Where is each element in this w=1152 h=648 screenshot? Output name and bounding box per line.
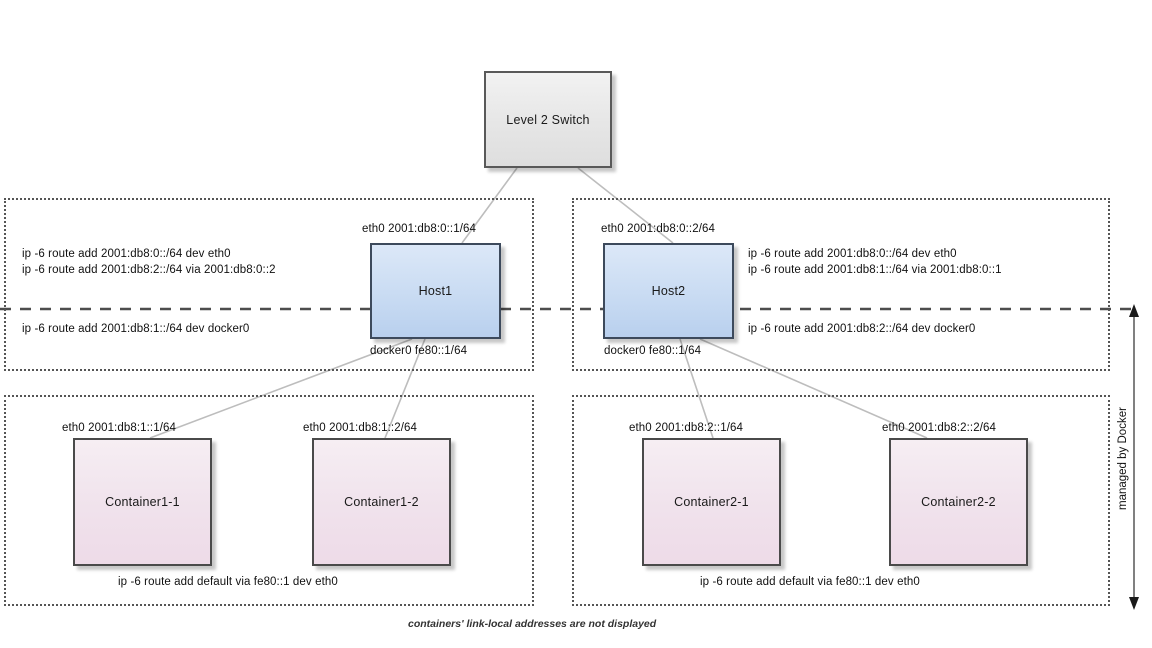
host1-label: Host1	[418, 284, 453, 298]
container1-2-label: Container1-2	[344, 495, 419, 509]
host2-eth0-label: eth0 2001:db8:0::2/64	[601, 223, 716, 235]
node-container1-2[interactable]: Container1-2	[312, 438, 451, 566]
node-host1[interactable]: Host1	[370, 243, 501, 339]
switch-label: Level 2 Switch	[506, 112, 590, 127]
managed-by-docker-label: managed by Docker	[1117, 407, 1129, 510]
host2-routes-below: ip -6 route add 2001:db8:2::/64 dev dock…	[748, 323, 976, 335]
node-host2[interactable]: Host2	[603, 243, 734, 339]
diagram-caption: containers' link-local addresses are not…	[408, 618, 657, 630]
container1-1-eth0-label: eth0 2001:db8:1::1/64	[62, 422, 177, 434]
container-group-2-default-route: ip -6 route add default via fe80::1 dev …	[700, 576, 920, 588]
container-group-1-box	[4, 395, 534, 606]
arrow-head-top	[1129, 304, 1139, 317]
host1-routes-above: ip -6 route add 2001:db8:0::/64 dev eth0…	[22, 248, 276, 276]
container1-2-eth0-label: eth0 2001:db8:1::2/64	[303, 422, 418, 434]
container1-1-label: Container1-1	[105, 495, 180, 509]
host1-eth0-label: eth0 2001:db8:0::1/64	[362, 223, 477, 235]
container2-1-label: Container2-1	[674, 495, 749, 509]
host2-routes-above: ip -6 route add 2001:db8:0::/64 dev eth0…	[748, 248, 1002, 276]
container-group-1-default-route: ip -6 route add default via fe80::1 dev …	[118, 576, 338, 588]
host2-group-box	[572, 198, 1110, 371]
container2-1-eth0-label: eth0 2001:db8:2::1/64	[629, 422, 744, 434]
node-container1-1[interactable]: Container1-1	[73, 438, 212, 566]
container-group-2-box	[572, 395, 1110, 606]
host2-label: Host2	[651, 284, 686, 298]
node-level-2-switch[interactable]: Level 2 Switch	[484, 71, 612, 168]
node-container2-1[interactable]: Container2-1	[642, 438, 781, 566]
container2-2-eth0-label: eth0 2001:db8:2::2/64	[882, 422, 997, 434]
host1-docker0-label: docker0 fe80::1/64	[370, 345, 468, 357]
host1-routes-below: ip -6 route add 2001:db8:1::/64 dev dock…	[22, 323, 250, 335]
container2-2-label: Container2-2	[921, 495, 996, 509]
host2-docker0-label: docker0 fe80::1/64	[604, 345, 702, 357]
node-container2-2[interactable]: Container2-2	[889, 438, 1028, 566]
arrow-head-bottom	[1129, 597, 1139, 610]
host1-group-box	[4, 198, 534, 371]
